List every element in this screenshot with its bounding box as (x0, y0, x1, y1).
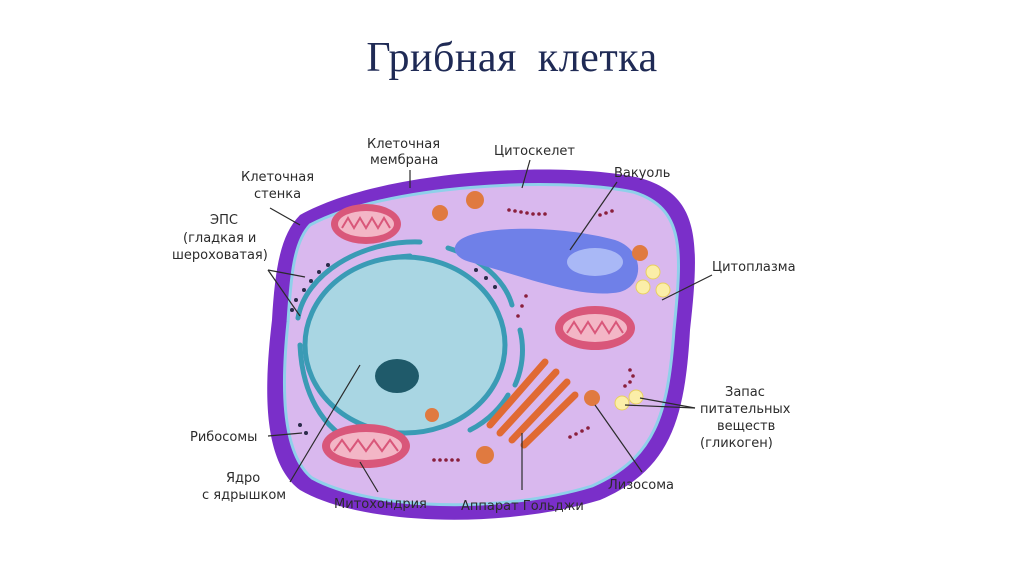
label-reserve-3: веществ (717, 419, 775, 434)
golgi-apparatus (486, 358, 579, 449)
label-cytoplasm: Цитоплазма (712, 260, 796, 275)
nucleolus (375, 359, 419, 393)
cytoskeleton-strands (432, 208, 635, 462)
glycogen-reserves (614, 264, 671, 411)
label-nucleus-2: с ядрышком (202, 488, 286, 503)
vacuole-highlight (567, 248, 623, 276)
label-eps-2: (гладкая и (183, 231, 256, 246)
label-reserve-4: (гликоген) (700, 436, 773, 451)
label-mitochondria: Митохондрия (334, 497, 427, 512)
label-cell-membrane-1: Клеточная (367, 137, 440, 152)
mitochondrion-bottom (322, 424, 410, 468)
label-cell-membrane-2: мембрана (370, 153, 438, 168)
nucleus (302, 254, 508, 436)
label-ribosomes: Рибосомы (190, 430, 257, 445)
lysosomes (425, 191, 648, 464)
label-cytoskeleton: Цитоскелет (494, 144, 575, 159)
label-reserve-2: питательных (700, 402, 791, 417)
vacuole (454, 228, 639, 294)
leader-lines (267, 159, 713, 493)
mitochondrion-top (331, 204, 401, 244)
mitochondrion-right (555, 306, 635, 350)
label-nucleus-1: Ядро (226, 471, 260, 486)
ribosomes-on-er (290, 263, 497, 435)
label-cell-wall-1: Клеточная (241, 170, 314, 185)
label-lysosome: Лизосома (608, 478, 674, 493)
label-reserve-1: Запас (725, 385, 765, 400)
label-eps-1: ЭПС (210, 213, 238, 228)
page-title: Грибная клетка (366, 35, 658, 81)
label-cell-wall-2: стенка (254, 187, 301, 202)
label-golgi: Аппарат Гольджи (461, 499, 584, 514)
label-eps-3: шероховатая) (172, 248, 268, 263)
label-vacuole: Вакуоль (614, 166, 670, 181)
